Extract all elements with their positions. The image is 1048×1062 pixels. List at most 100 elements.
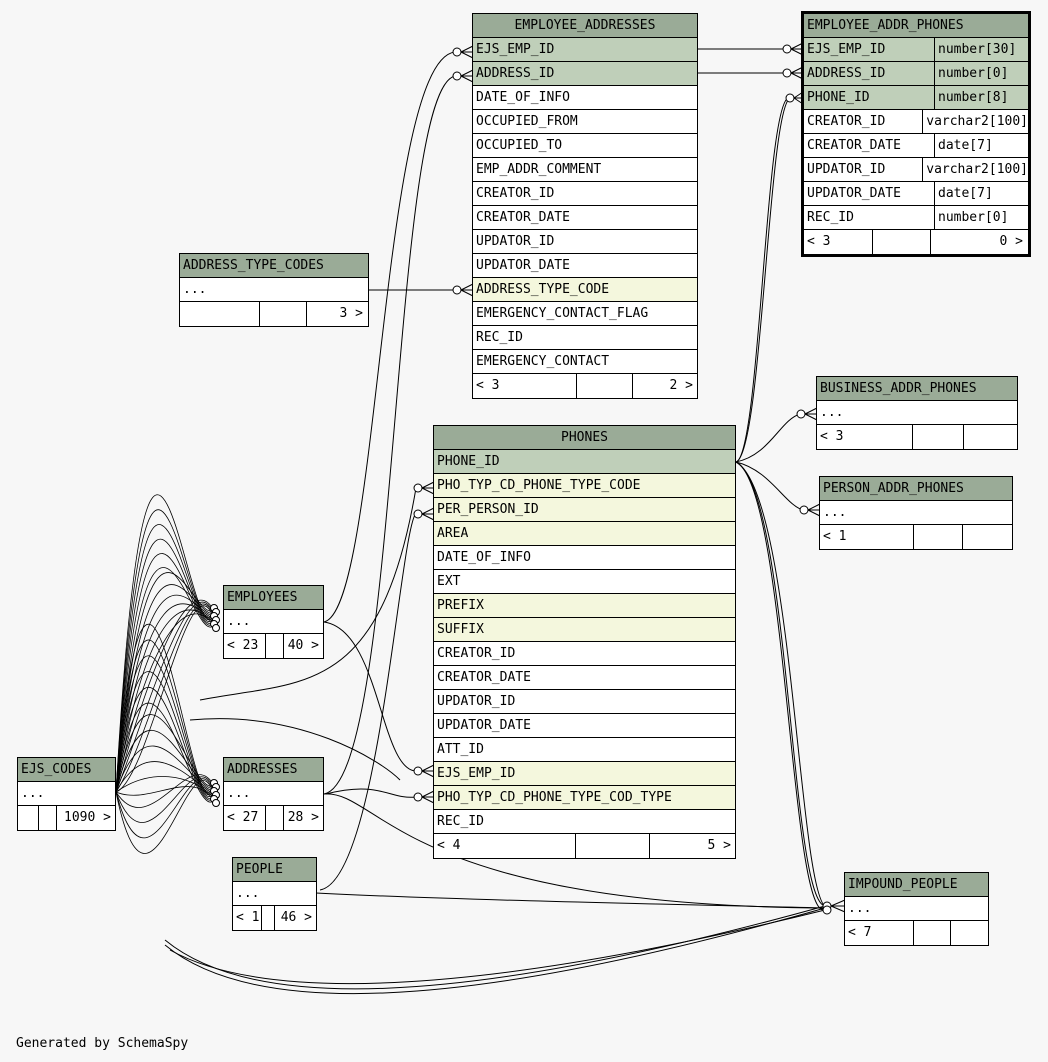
column-row[interactable]: ... [224, 610, 323, 634]
child-count[interactable]: 28 > [287, 810, 319, 825]
column-row[interactable]: UPDATOR_ID [434, 690, 735, 714]
column-row[interactable]: ... [180, 278, 368, 302]
column-row[interactable]: EJS_EMP_ID [434, 762, 735, 786]
table-header: PHONES [434, 426, 735, 450]
table-impound-people[interactable]: IMPOUND_PEOPLE...< 7 [844, 872, 989, 946]
child-count[interactable]: 3 > [339, 306, 363, 321]
column-row[interactable]: CREATOR_DATE [434, 666, 735, 690]
table-address-type-codes[interactable]: ADDRESS_TYPE_CODES... 3 > [179, 253, 369, 327]
child-count[interactable]: 2 > [669, 378, 693, 393]
column-row[interactable]: REC_ID [473, 326, 697, 350]
parent-count[interactable]: < 27 [227, 810, 259, 825]
column-row[interactable]: AREA [434, 522, 735, 546]
column-name: ADDRESS_ID [476, 66, 555, 81]
column-row[interactable]: DATE_OF_INFO [473, 86, 697, 110]
column-row[interactable]: REC_ID [434, 810, 735, 834]
column-row[interactable]: PHONE_ID [434, 450, 735, 474]
column-type: varchar2[100] [922, 110, 1028, 133]
child-count[interactable]: 0 > [999, 234, 1023, 249]
table-header: EMPLOYEE_ADDRESSES [473, 14, 697, 38]
column-row[interactable]: OCCUPIED_FROM [473, 110, 697, 134]
child-count[interactable]: 46 > [280, 910, 312, 925]
column-row[interactable]: EJS_EMP_ID [473, 38, 697, 62]
column-row[interactable]: ... [820, 501, 1012, 525]
parent-count[interactable]: < 1 [823, 529, 847, 544]
table-ejs-codes[interactable]: EJS_CODES...1090 > [17, 757, 116, 831]
column-row[interactable]: ADDRESS_TYPE_CODE [473, 278, 697, 302]
column-name: EMERGENCY_CONTACT_FLAG [476, 306, 649, 321]
parent-count[interactable]: < 1 [236, 910, 260, 925]
column-row[interactable]: PREFIX [434, 594, 735, 618]
column-row[interactable]: CREATOR_ID [473, 182, 697, 206]
table-header: PERSON_ADDR_PHONES [820, 477, 1012, 501]
column-row[interactable]: SUFFIX [434, 618, 735, 642]
child-count[interactable]: 5 > [707, 838, 731, 853]
parent-count[interactable]: < 7 [848, 925, 872, 940]
column-row[interactable]: UPDATOR_ID [473, 230, 697, 254]
parent-count[interactable]: < 23 [227, 638, 259, 653]
column-name: EXT [437, 574, 461, 589]
column-name: UPDATOR_DATE [437, 718, 531, 733]
table-business-addr-phones[interactable]: BUSINESS_ADDR_PHONES...< 3 [816, 376, 1018, 450]
child-count[interactable]: 40 > [287, 638, 319, 653]
column-row[interactable]: ATT_ID [434, 738, 735, 762]
table-footer: < 1 [820, 525, 1012, 549]
column-row[interactable]: EMP_ADDR_COMMENT [473, 158, 697, 182]
parent-count[interactable]: < 3 [476, 378, 500, 393]
column-name: ... [183, 282, 207, 297]
column-row[interactable]: ... [817, 401, 1017, 425]
column-row[interactable]: EXT [434, 570, 735, 594]
edge-employees-eap [323, 51, 456, 623]
table-footer: < 3 [817, 425, 1017, 449]
column-row[interactable]: ... [233, 882, 316, 906]
column-row[interactable]: ... [224, 782, 323, 806]
column-name: PHO_TYP_CD_PHONE_TYPE_COD_TYPE [437, 790, 672, 805]
table-footer: < 4 5 > [434, 834, 735, 858]
parent-count[interactable]: < 4 [437, 838, 461, 853]
parent-count[interactable]: < 3 [820, 429, 844, 444]
column-name: ... [823, 505, 847, 520]
column-row[interactable]: CREATOR_DATE [473, 206, 697, 230]
column-row[interactable]: DATE_OF_INFO [434, 546, 735, 570]
table-footer: < 3 2 > [473, 374, 697, 398]
table-header: ADDRESS_TYPE_CODES [180, 254, 368, 278]
table-employees[interactable]: EMPLOYEES... < 23 40 > [223, 585, 324, 659]
column-row[interactable]: ADDRESS_ID [473, 62, 697, 86]
column-row[interactable]: UPDATOR_DATE [434, 714, 735, 738]
table-person-addr-phones[interactable]: PERSON_ADDR_PHONES... < 1 [819, 476, 1013, 550]
column-row[interactable]: PHO_TYP_CD_PHONE_TYPE_COD_TYPE [434, 786, 735, 810]
table-footer: 3 > [180, 302, 368, 326]
edge-addresses-eap [323, 75, 456, 795]
child-count[interactable]: 1090 > [64, 810, 111, 825]
column-name: ... [820, 405, 844, 420]
column-name: CREATOR_ID [437, 646, 516, 661]
column-row[interactable]: ... [18, 782, 115, 806]
column-row[interactable]: CREATOR_ID [434, 642, 735, 666]
column-row[interactable]: EMERGENCY_CONTACT [473, 350, 697, 374]
table-header: EMPLOYEES [224, 586, 323, 610]
table-footer: 1090 > [18, 806, 115, 830]
column-row[interactable]: ... [845, 897, 988, 921]
edge-phones-business [735, 413, 801, 463]
column-row[interactable]: PHO_TYP_CD_PHONE_TYPE_CODE [434, 474, 735, 498]
column-type: number[30] [934, 38, 1028, 61]
column-row[interactable]: UPDATOR_DATE [473, 254, 697, 278]
column-row[interactable]: EMERGENCY_CONTACT_FLAG [473, 302, 697, 326]
column-row[interactable]: OCCUPIED_TO [473, 134, 697, 158]
parent-count[interactable]: < 3 [807, 234, 831, 249]
column-name: CREATOR_ID [476, 186, 555, 201]
column-row[interactable]: PER_PERSON_ID [434, 498, 735, 522]
